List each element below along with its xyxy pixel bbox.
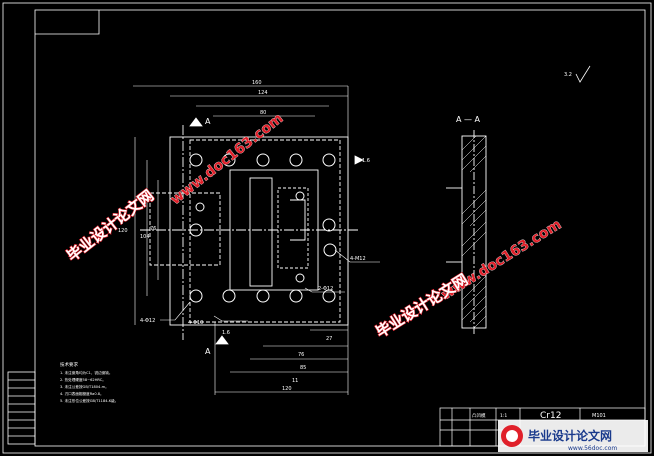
dim-11: 11 xyxy=(292,378,298,384)
dim-left-76: 76 xyxy=(150,226,156,232)
mark-right: 1.6 xyxy=(362,158,370,164)
roughness-symbol-icon xyxy=(575,65,591,83)
tech-requirements: 技术要求 1. 未注倒角均为C1，锐边倒钝。 2. 热处理硬度58~62HRC。… xyxy=(60,361,118,403)
callout-1: 4-Φ12 xyxy=(140,318,155,324)
watermark-brand-2: 毕业设计论文网 xyxy=(373,270,472,341)
section-hatching xyxy=(461,135,487,329)
tech-item-4: 4. 刃口表面粗糙度Ra0.8。 xyxy=(60,391,104,396)
roughness-value: 3.2 xyxy=(564,72,572,78)
dim-120: 120 xyxy=(282,386,292,392)
mark-left: 1.6 xyxy=(222,330,230,336)
dim-124: 124 xyxy=(258,90,268,96)
logo-url: www.56doc.com xyxy=(568,445,617,452)
dim-left-120: 120 xyxy=(118,228,128,234)
tech-item-2: 2. 热处理硬度58~62HRC。 xyxy=(60,377,106,382)
callout-4: 2-Φ12 xyxy=(318,286,333,292)
title-scale: 1:1 xyxy=(500,413,507,419)
title-drawing-no: M101 xyxy=(592,413,606,419)
dim-left-104: 104 xyxy=(140,234,150,240)
dimension-lines xyxy=(133,85,380,395)
dim-27: 27 xyxy=(326,336,332,342)
plan-view xyxy=(140,125,360,340)
tech-item-5: 5. 未注形位公差按GB/T1184-K级。 xyxy=(60,398,118,403)
section-view xyxy=(446,130,487,334)
section-arrows xyxy=(189,117,364,345)
tech-item-3: 3. 未注公差按GB/T1804-m。 xyxy=(60,384,109,389)
dim-160: 160 xyxy=(252,80,262,86)
callout-3: 4-M12 xyxy=(350,256,366,262)
callout-2: 4-Φ10 xyxy=(188,320,203,326)
section-view-label: A — A xyxy=(456,115,481,124)
dim-80: 80 xyxy=(260,110,266,116)
title-material: Cr12 xyxy=(540,411,561,421)
plan-holes xyxy=(189,153,337,303)
section-mark-bottom: A xyxy=(205,347,211,356)
title-part-name: 凸凹模 xyxy=(472,412,486,419)
site-logo: 毕业设计论文网 www.56doc.com xyxy=(498,420,648,452)
logo-text: 毕业设计论文网 xyxy=(528,428,612,443)
section-mark-top: A xyxy=(205,117,211,126)
watermark-brand-1: 毕业设计论文网 xyxy=(63,186,157,265)
tech-heading: 技术要求 xyxy=(60,361,78,368)
tech-item-1: 1. 未注倒角均为C1，锐边倒钝。 xyxy=(60,370,113,375)
dim-76: 76 xyxy=(298,352,304,358)
dim-85: 85 xyxy=(300,365,306,371)
